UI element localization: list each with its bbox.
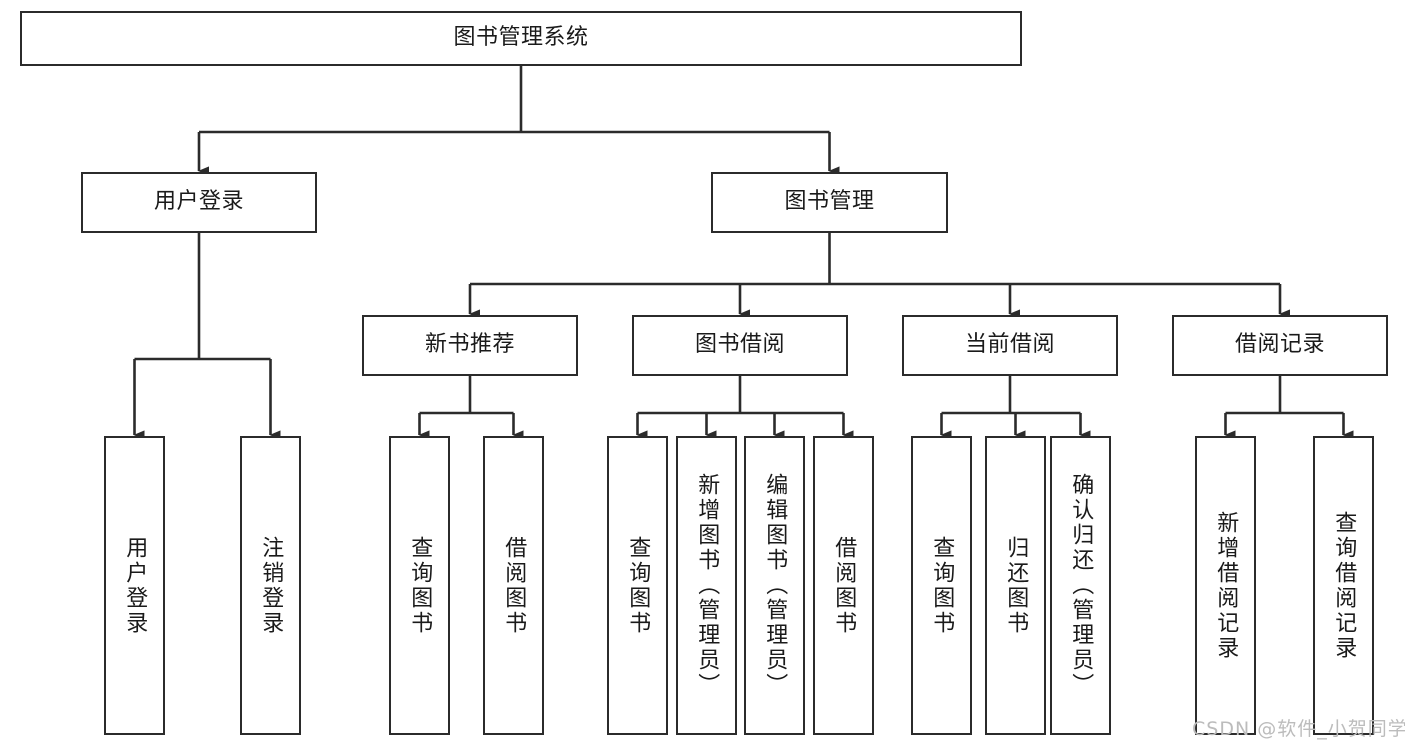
node-leaf-add-book[interactable]: 新增图书（管理员） [676, 436, 737, 735]
node-leaf-query-book-2[interactable]: 查询图书 [607, 436, 668, 735]
node-leaf-borrow-book-2-label: 借阅图书 [831, 535, 857, 636]
node-leaf-edit-book-label: 编辑图书（管理员） [762, 473, 788, 698]
node-leaf-return-book-label: 归还图书 [1003, 535, 1029, 636]
node-new-book-recommend-label: 新书推荐 [424, 332, 515, 358]
node-leaf-add-record[interactable]: 新增借阅记录 [1195, 436, 1256, 735]
node-leaf-add-book-label: 新增图书（管理员） [694, 473, 720, 698]
node-leaf-confirm-return[interactable]: 确认归还（管理员） [1050, 436, 1111, 735]
node-leaf-return-book[interactable]: 归还图书 [985, 436, 1046, 735]
node-leaf-borrow-book-1[interactable]: 借阅图书 [483, 436, 544, 735]
node-current-borrow[interactable]: 当前借阅 [902, 315, 1118, 376]
node-book-borrow-label: 图书借阅 [694, 332, 785, 358]
node-leaf-borrow-book-1-label: 借阅图书 [501, 535, 527, 636]
node-leaf-query-book-3[interactable]: 查询图书 [911, 436, 972, 735]
node-leaf-logout[interactable]: 注销登录 [240, 436, 301, 735]
node-leaf-user-login[interactable]: 用户登录 [104, 436, 165, 735]
node-book-borrow[interactable]: 图书借阅 [632, 315, 848, 376]
node-root-label: 图书管理系统 [453, 25, 589, 51]
watermark: CSDN @软件_小贺同学 [1192, 718, 1405, 740]
node-root[interactable]: 图书管理系统 [20, 11, 1022, 66]
node-leaf-query-book-1-label: 查询图书 [407, 535, 433, 636]
node-leaf-confirm-return-label: 确认归还（管理员） [1068, 473, 1094, 698]
node-leaf-query-book-1[interactable]: 查询图书 [389, 436, 450, 735]
node-borrow-record[interactable]: 借阅记录 [1172, 315, 1388, 376]
node-current-borrow-label: 当前借阅 [964, 332, 1055, 358]
node-leaf-query-book-2-label: 查询图书 [625, 535, 651, 636]
edge-paths [133, 66, 1354, 440]
node-leaf-query-record[interactable]: 查询借阅记录 [1313, 436, 1374, 735]
node-user-login[interactable]: 用户登录 [81, 172, 317, 233]
node-borrow-record-label: 借阅记录 [1234, 332, 1325, 358]
node-leaf-edit-book[interactable]: 编辑图书（管理员） [744, 436, 805, 735]
node-book-manage-label: 图书管理 [784, 189, 875, 215]
node-user-login-label: 用户登录 [153, 189, 244, 215]
node-leaf-user-login-label: 用户登录 [122, 535, 148, 636]
node-book-manage[interactable]: 图书管理 [711, 172, 948, 233]
node-leaf-query-record-label: 查询借阅记录 [1331, 510, 1357, 661]
node-leaf-borrow-book-2[interactable]: 借阅图书 [813, 436, 874, 735]
node-leaf-logout-label: 注销登录 [258, 535, 284, 636]
node-new-book-recommend[interactable]: 新书推荐 [362, 315, 578, 376]
node-leaf-query-book-3-label: 查询图书 [929, 535, 955, 636]
node-leaf-add-record-label: 新增借阅记录 [1213, 510, 1239, 661]
